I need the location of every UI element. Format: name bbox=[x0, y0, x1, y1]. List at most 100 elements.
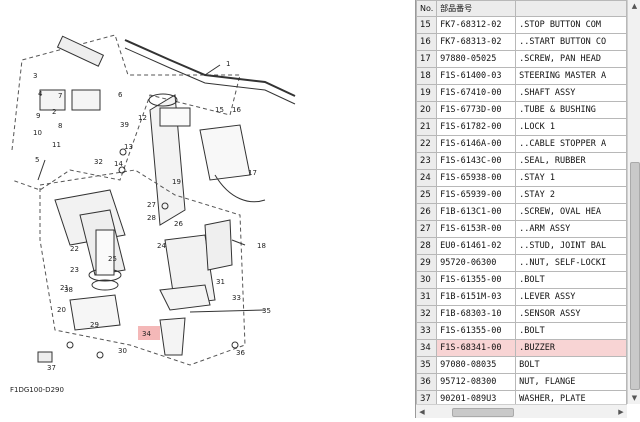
part-name-cell[interactable]: .LOCK 1 bbox=[515, 118, 627, 136]
part-number-cell[interactable]: 90201-089U3 bbox=[436, 390, 517, 404]
part-number-cell[interactable]: FK7-68312-02 bbox=[436, 16, 517, 34]
callout-18[interactable]: 18 bbox=[257, 242, 266, 250]
part-number-cell[interactable]: F1B-6151M-03 bbox=[436, 288, 517, 306]
callout-23[interactable]: 23 bbox=[70, 266, 79, 274]
callout-26[interactable]: 26 bbox=[174, 220, 183, 228]
callout-31[interactable]: 31 bbox=[216, 278, 225, 286]
part-name-cell[interactable]: .TUBE & BUSHING bbox=[515, 101, 627, 119]
callout-21[interactable]: 21 bbox=[60, 284, 69, 292]
callout-8[interactable]: 8 bbox=[58, 122, 62, 130]
row-number[interactable]: 34 bbox=[416, 339, 438, 357]
row-number[interactable]: 20 bbox=[416, 101, 438, 119]
part-name-cell[interactable]: .BOLT bbox=[515, 271, 627, 289]
part-number-cell[interactable]: F1S-67410-00 bbox=[436, 84, 517, 102]
part-name-cell[interactable]: .BOLT bbox=[515, 322, 627, 340]
part-name-cell[interactable]: .STAY 1 bbox=[515, 169, 627, 187]
callout-27[interactable]: 27 bbox=[147, 201, 156, 209]
row-number[interactable]: 16 bbox=[416, 33, 438, 51]
row-number[interactable]: 30 bbox=[416, 271, 438, 289]
row-number[interactable]: 19 bbox=[416, 84, 438, 102]
part-name-cell[interactable]: ..START BUTTON CO bbox=[515, 33, 627, 51]
part-name-cell[interactable]: .SENSOR ASSY bbox=[515, 305, 627, 323]
row-number[interactable]: 26 bbox=[416, 203, 438, 221]
callout-14[interactable]: 14 bbox=[114, 160, 123, 168]
callout-36[interactable]: 36 bbox=[236, 349, 245, 357]
callout-20[interactable]: 20 bbox=[57, 306, 66, 314]
part-name-cell[interactable]: STEERING MASTER A bbox=[515, 67, 627, 85]
part-number-cell[interactable]: 97880-05025 bbox=[436, 50, 517, 68]
callout-11[interactable]: 11 bbox=[52, 141, 61, 149]
column-header-no[interactable]: No. bbox=[416, 0, 438, 17]
part-number-cell[interactable]: 95720-06300 bbox=[436, 254, 517, 272]
part-number-cell[interactable]: F1S-61355-00 bbox=[436, 271, 517, 289]
part-number-cell[interactable]: F1S-6146A-00 bbox=[436, 135, 517, 153]
part-number-cell[interactable]: F1S-61400-03 bbox=[436, 67, 517, 85]
callout-24[interactable]: 24 bbox=[157, 242, 166, 250]
row-number[interactable]: 28 bbox=[416, 237, 438, 255]
part-name-cell[interactable]: ..ARM ASSY bbox=[515, 220, 627, 238]
callout-39[interactable]: 39 bbox=[120, 121, 129, 129]
part-name-cell[interactable]: .SCREW, PAN HEAD bbox=[515, 50, 627, 68]
callout-6[interactable]: 6 bbox=[118, 91, 123, 99]
callout-28[interactable]: 28 bbox=[147, 214, 156, 222]
part-number-cell[interactable]: F1S-61782-00 bbox=[436, 118, 517, 136]
row-number[interactable]: 36 bbox=[416, 373, 438, 391]
part-number-cell[interactable]: F1S-65938-00 bbox=[436, 169, 517, 187]
part-name-cell[interactable]: ..NUT, SELF-LOCKI bbox=[515, 254, 627, 272]
part-name-cell[interactable]: .STAY 2 bbox=[515, 186, 627, 204]
row-number[interactable]: 25 bbox=[416, 186, 438, 204]
part-name-cell[interactable]: ..CABLE STOPPER A bbox=[515, 135, 627, 153]
row-number[interactable]: 15 bbox=[416, 16, 438, 34]
part-name-cell[interactable]: .BUZZER bbox=[515, 339, 627, 357]
callout-3[interactable]: 3 bbox=[33, 72, 37, 80]
part-name-cell[interactable]: .SHAFT ASSY bbox=[515, 84, 627, 102]
vertical-scrollbar[interactable]: ▲ ▼ bbox=[627, 0, 640, 404]
row-number[interactable]: 33 bbox=[416, 322, 438, 340]
row-number[interactable]: 37 bbox=[416, 390, 438, 404]
row-number[interactable]: 17 bbox=[416, 50, 438, 68]
row-number[interactable]: 29 bbox=[416, 254, 438, 272]
callout-9[interactable]: 9 bbox=[36, 112, 40, 120]
part-name-cell[interactable]: ..STUD, JOINT BAL bbox=[515, 237, 627, 255]
callout-38[interactable]: 38 bbox=[64, 286, 73, 294]
callout-12[interactable]: 12 bbox=[138, 114, 147, 122]
scroll-up-arrow-icon[interactable]: ▲ bbox=[631, 2, 638, 10]
callout-17[interactable]: 17 bbox=[248, 169, 257, 177]
part-name-cell[interactable]: WASHER, PLATE bbox=[515, 390, 627, 404]
part-name-cell[interactable]: .LEVER ASSY bbox=[515, 288, 627, 306]
row-number[interactable]: 35 bbox=[416, 356, 438, 374]
callout-15[interactable]: 15 bbox=[215, 106, 224, 114]
part-number-cell[interactable]: EU0-61461-02 bbox=[436, 237, 517, 255]
part-number-cell[interactable]: 95712-08300 bbox=[436, 373, 517, 391]
callout-25[interactable]: 25 bbox=[108, 255, 117, 263]
part-number-cell[interactable]: F1B-613C1-00 bbox=[436, 203, 517, 221]
row-number[interactable]: 27 bbox=[416, 220, 438, 238]
part-name-cell[interactable]: .SCREW, OVAL HEA bbox=[515, 203, 627, 221]
callout-37[interactable]: 37 bbox=[47, 364, 56, 372]
part-name-cell[interactable]: .STOP BUTTON COM bbox=[515, 16, 627, 34]
callout-34[interactable]: 34 bbox=[142, 330, 151, 338]
part-number-cell[interactable]: F1S-6153R-00 bbox=[436, 220, 517, 238]
scroll-down-arrow-icon[interactable]: ▼ bbox=[631, 394, 638, 402]
callout-19[interactable]: 19 bbox=[172, 178, 181, 186]
